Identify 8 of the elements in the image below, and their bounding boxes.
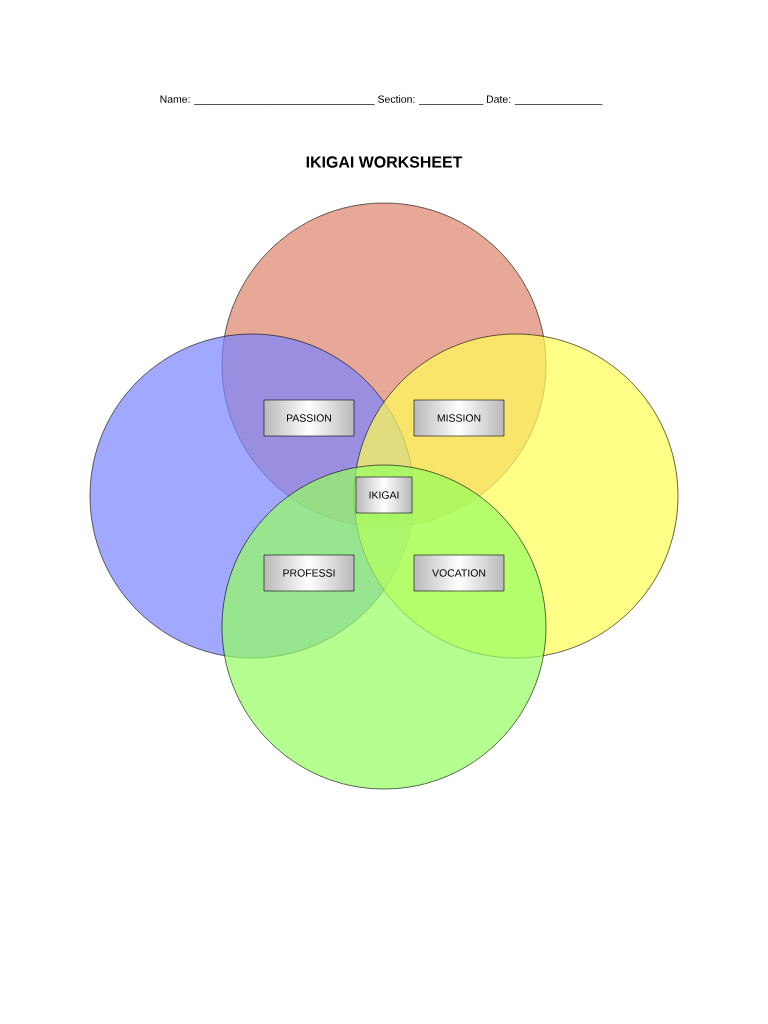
- title: IKIGAI WORKSHEET: [306, 156, 463, 168]
- label-box: MISSION: [413, 399, 505, 437]
- header-line: Name: _______________________________ Section: ___________ Date: _______________: [160, 95, 603, 105]
- label-box: IKIGAI: [355, 476, 413, 514]
- label-box: PASSION: [263, 399, 355, 437]
- label-box: VOCATION: [413, 554, 505, 592]
- label-box: PROFESSI: [263, 554, 355, 592]
- venn-circle: [221, 464, 547, 790]
